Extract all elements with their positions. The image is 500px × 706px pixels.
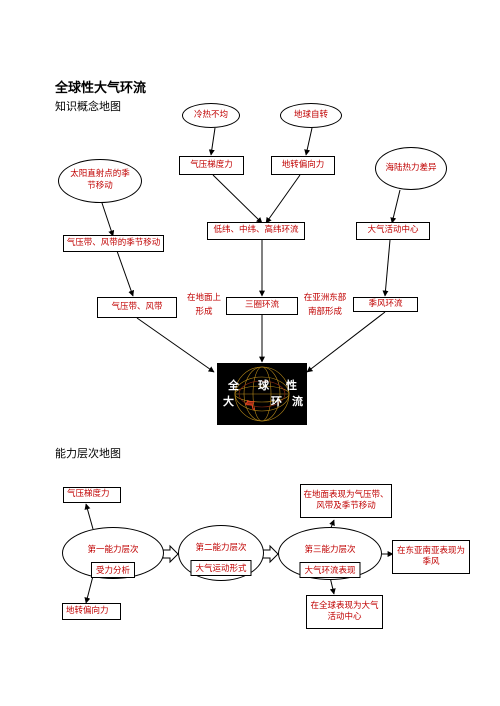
ability-pressure-gradient: 气压梯度力 <box>63 487 121 503</box>
ability-level1: 第一能力层次 受力分析 <box>62 527 164 579</box>
ability-global: 在全球表现为大气活动中心 <box>306 595 383 629</box>
node-belts: 气压带、风带 <box>97 297 177 318</box>
globe-image: 全 球 性 大 气 环 流 <box>217 363 307 425</box>
node-monsoon: 季风环流 <box>353 297 418 312</box>
node-uneven-heating: 冷热不均 <box>182 103 240 128</box>
globe-char: 流 <box>292 395 303 408</box>
globe-char: 大 <box>223 395 234 408</box>
globe-icon <box>234 366 290 422</box>
ability-surface: 在地面表现为气压带、风带及季节移动 <box>300 484 392 518</box>
ability-coriolis: 地转偏向力 <box>62 603 121 620</box>
level3-box: 大气环流表现 <box>299 562 361 578</box>
node-land-sea: 海陆热力差异 <box>375 147 447 190</box>
level3-title: 第三能力层次 <box>304 545 356 555</box>
level1-box: 受力分析 <box>90 562 136 578</box>
globe-char: 球 <box>258 379 269 392</box>
globe-char: 全 <box>228 379 239 392</box>
node-belts-shift: 气压带、风带的季节移动 <box>63 235 164 252</box>
section-ability-map: 能力层次地图 <box>55 447 121 460</box>
globe-char: 环 <box>271 395 282 408</box>
ability-level3: 第三能力层次 大气环流表现 <box>278 527 382 580</box>
globe-char: 气 <box>245 401 255 412</box>
globe-char: 性 <box>286 379 297 392</box>
node-cells: 低纬、中纬、高纬环流 <box>207 222 305 240</box>
level2-box: 大气运动形式 <box>190 560 252 576</box>
page-title: 全球性大气环流 <box>55 81 147 96</box>
node-pressure-gradient: 气压梯度力 <box>179 156 244 175</box>
node-sun-shift: 太阳直射点的季节移动 <box>58 159 142 203</box>
section-concept-map: 知识概念地图 <box>55 100 121 113</box>
ability-level2: 第二能力层次 大气运动形式 <box>178 525 264 581</box>
label-on-surface: 在地面上形成 <box>186 293 221 317</box>
node-centers: 大气活动中心 <box>356 222 430 240</box>
node-coriolis: 地转偏向力 <box>271 156 335 175</box>
label-in-asia: 在亚洲东部南部形成 <box>303 293 347 317</box>
node-earth-rotation: 地球自转 <box>280 103 342 128</box>
node-three-cell: 三圈环流 <box>226 297 298 315</box>
level2-title: 第二能力层次 <box>195 543 247 553</box>
level1-title: 第一能力层次 <box>87 545 139 555</box>
ability-east-asia: 在东亚南亚表现为季风 <box>392 540 470 574</box>
